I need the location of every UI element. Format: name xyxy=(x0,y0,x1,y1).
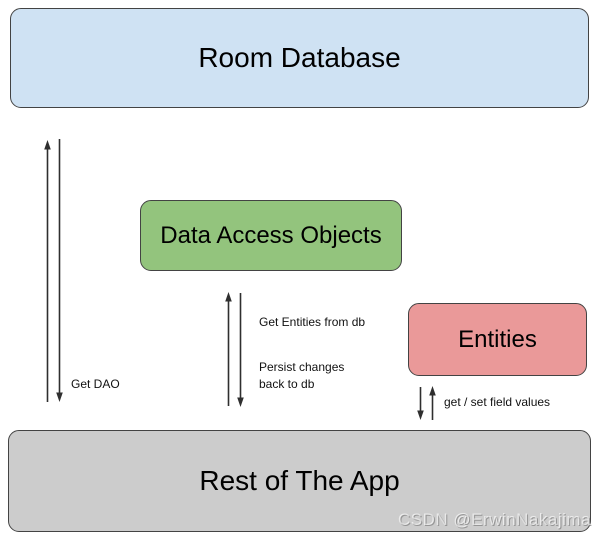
arrow-get-dao-up-icon xyxy=(44,140,51,402)
node-data-access-objects: Data Access Objects xyxy=(140,200,402,271)
edge-label-persist-changes: Persist changes back to db xyxy=(259,359,369,393)
edge-label-get-entities: Get Entities from db xyxy=(259,315,366,329)
arrow-get-entities-up-icon xyxy=(225,292,232,406)
arrow-get-dao-down-icon xyxy=(56,139,63,402)
edge-label-persist-line1: Persist changes xyxy=(259,360,345,374)
edge-label-get-dao: Get DAO xyxy=(71,377,120,391)
arrow-persist-down-icon xyxy=(237,293,244,407)
arrow-getset-up-icon xyxy=(429,386,436,420)
edge-label-get-set-field-values: get / set field values xyxy=(444,395,551,409)
arrow-getset-down-icon xyxy=(417,387,424,420)
node-entities-label: Entities xyxy=(458,325,537,353)
node-entities: Entities xyxy=(408,303,587,376)
node-room-database-label: Room Database xyxy=(198,42,401,73)
node-rest-of-the-app: Rest of The App xyxy=(8,430,591,532)
node-data-access-objects-label: Data Access Objects xyxy=(160,221,382,249)
node-room-database: Room Database xyxy=(10,8,589,108)
edge-label-persist-line2: back to db xyxy=(259,377,315,391)
watermark-text: CSDN @ErwinNakajima xyxy=(397,510,591,529)
node-rest-of-the-app-label: Rest of The App xyxy=(199,465,400,496)
